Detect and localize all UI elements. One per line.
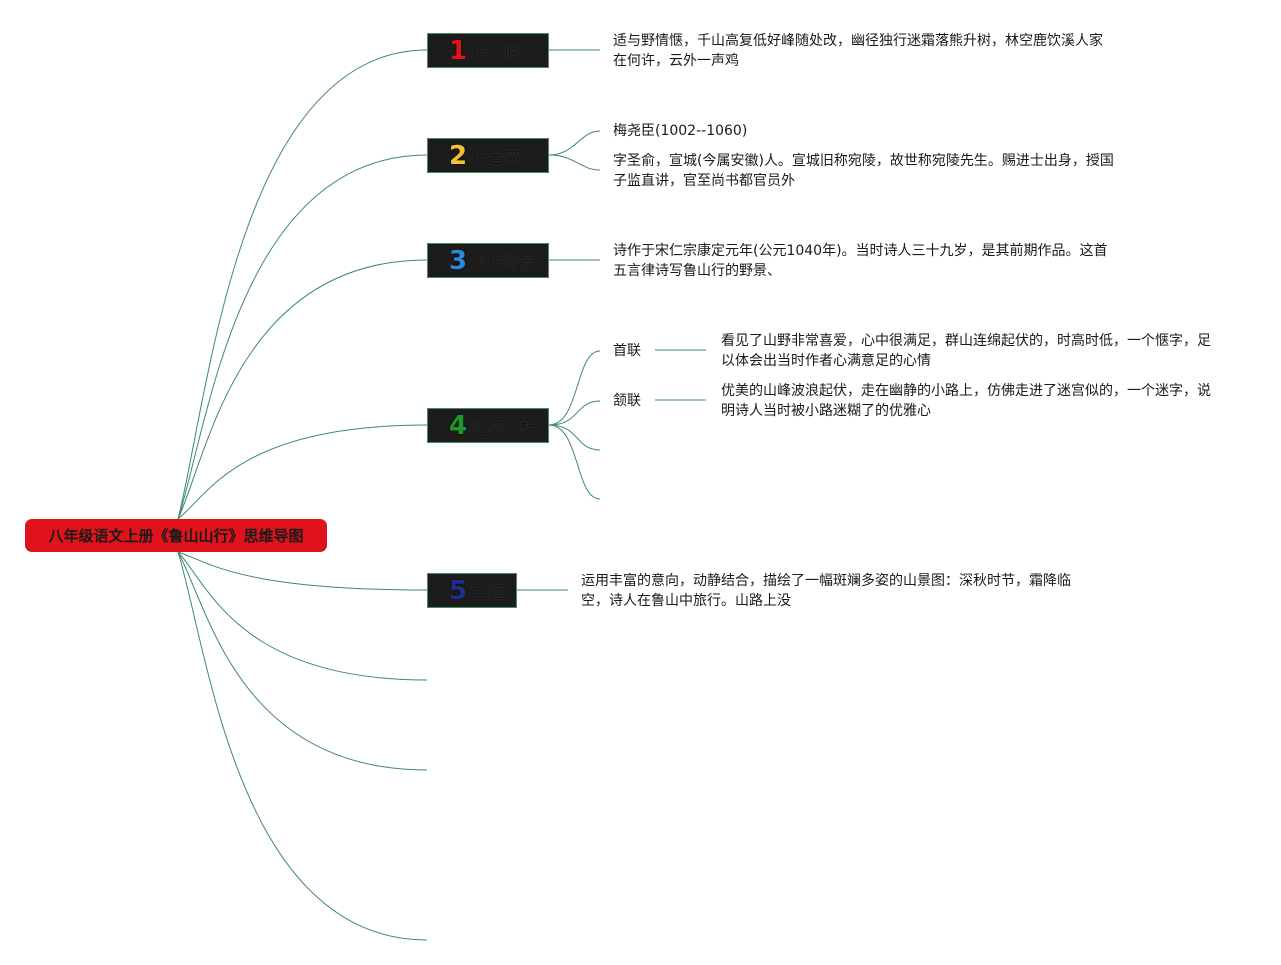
leaf-author-bio: 字圣俞，宣城(今属安徽)人。宣城旧称宛陵，故世称宛陵先生。赐进士出身，授国子监直…: [613, 153, 1114, 189]
sub-node-first-couplet[interactable]: 首联: [613, 343, 641, 359]
root-title: 八年级语文上册《鲁山山行》思维导图: [48, 527, 304, 545]
leaf-first-couplet: 看见了山野非常喜爱，心中很满足，群山连绵起伏的，时高时低，一个惬字，足以体会出当…: [721, 333, 1211, 369]
root-link-7: [177, 551, 428, 771]
branch-number: 2: [448, 140, 468, 171]
root-link-3: [177, 259, 428, 520]
leaf-author-name: 梅尧臣(1002--1060): [613, 123, 748, 139]
branch-label: 作者简介: [472, 147, 537, 167]
leaf-theme: 运用丰富的意向，动静结合，描绘了一幅斑斓多姿的山景图：深秋时节，霜降临空，诗人在…: [581, 573, 1071, 609]
child-link-8: [548, 424, 601, 500]
branch-node-background[interactable]: 3 创作背景: [427, 243, 549, 278]
root-node[interactable]: 八年级语文上册《鲁山山行》思维导图: [25, 519, 327, 552]
root-link-4: [177, 424, 428, 520]
leaf-second-couplet: 优美的山峰波浪起伏，走在幽静的小路上，仿佛走进了迷宫似的，一个迷字，说明诗人当时…: [721, 383, 1211, 419]
leaf-background: 诗作于宋仁宗康定元年(公元1040年)。当时诗人三十九岁，是其前期作品。这首五言…: [613, 243, 1108, 279]
branch-number: 5: [448, 575, 468, 606]
branch-node-author[interactable]: 2 作者简介: [427, 138, 549, 173]
root-link-6: [177, 551, 428, 681]
branch-label: 主题: [472, 582, 505, 602]
root-link-8: [177, 551, 428, 941]
sub-node-second-couplet[interactable]: 颔联: [613, 393, 641, 409]
branch-node-structure[interactable]: 4 结构分析: [427, 408, 549, 443]
branch-number: 4: [448, 410, 468, 441]
child-link-5: [548, 350, 601, 426]
branch-label: 结构分析: [472, 417, 537, 437]
child-link-6: [548, 400, 601, 426]
leaf-original-text: 适与野情惬，千山高复低好峰随处改，幽径独行迷霜落熊升树，林空鹿饮溪人家在何许，云…: [613, 33, 1103, 69]
root-link-1: [177, 49, 428, 520]
branch-label: 创作背景: [472, 252, 537, 272]
root-link-5: [177, 551, 428, 591]
child-link-2: [548, 130, 601, 156]
branch-node-theme[interactable]: 5 主题: [427, 573, 517, 608]
child-link-3: [548, 154, 601, 171]
branch-number: 1: [448, 35, 468, 66]
branch-number: 3: [448, 245, 468, 276]
root-link-2: [177, 154, 428, 520]
branch-node-original-text[interactable]: 1 作品原文: [427, 33, 549, 68]
branch-label: 作品原文: [472, 42, 537, 62]
child-link-7: [548, 424, 601, 451]
